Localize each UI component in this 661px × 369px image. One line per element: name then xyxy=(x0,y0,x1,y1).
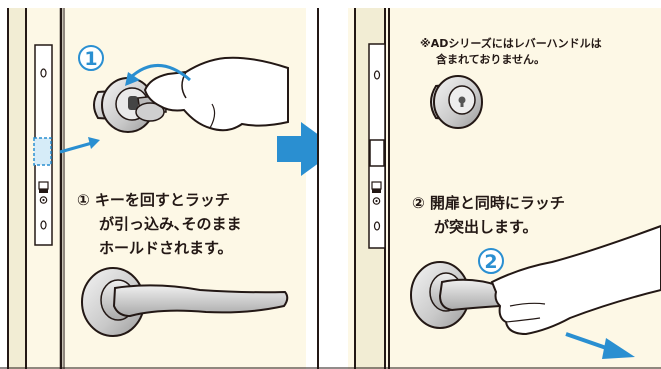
series-note: ※ADシリーズにはレバーハンドルは 含まれておりません。 xyxy=(420,36,602,68)
lock-faceplate-right xyxy=(368,43,386,249)
note-line: 含まれておりません。 xyxy=(436,53,546,66)
lever-handle-left xyxy=(81,267,289,337)
step-badge-2: 2 xyxy=(478,248,504,274)
left-panel: 1 xyxy=(7,8,306,369)
caption-step-2: ② 開扉と同時にラッチ が突出します。 xyxy=(412,191,565,239)
caption-step-1: ① キーを回すとラッチ が引っ込み､そのまま ホールドされます。 xyxy=(77,188,242,260)
svg-text:2: 2 xyxy=(484,251,497,273)
door-frame-left xyxy=(8,8,26,369)
rotation-arrow xyxy=(128,64,191,82)
hand-opening-door xyxy=(490,224,661,336)
hand-turning-key xyxy=(143,56,289,132)
caption-line: が引っ込み､そのまま xyxy=(99,215,242,233)
caption-line: ② 開扉と同時にラッチ xyxy=(412,194,565,212)
door-opening-gap xyxy=(318,8,348,369)
extended-latch xyxy=(369,139,385,167)
key-cylinder-right xyxy=(430,75,483,129)
caption-line: ホールドされます。 xyxy=(99,239,233,257)
caption-line: ① キーを回すとラッチ xyxy=(77,191,230,209)
right-panel: 2 xyxy=(317,8,661,369)
latch-pointer-arrow xyxy=(59,141,93,154)
caption-line: が突出します。 xyxy=(434,218,538,236)
lock-faceplate-left xyxy=(33,44,53,246)
step-badge-1: 1 xyxy=(78,45,104,71)
retracted-latch xyxy=(33,137,52,166)
svg-text:1: 1 xyxy=(84,48,97,70)
note-line: ※ADシリーズにはレバーハンドルは xyxy=(420,37,602,50)
